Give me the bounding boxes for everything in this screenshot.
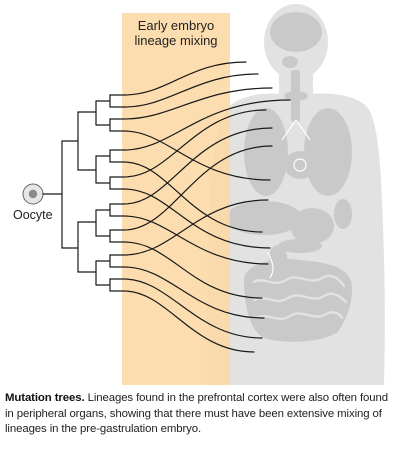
tree-twig-2 [95, 118, 111, 132]
intestines-shape [244, 258, 352, 342]
oocyte-label: Oocyte [13, 208, 53, 222]
tree-branch-d [77, 260, 97, 286]
organ-details [267, 119, 311, 279]
tree-twig-5 [95, 203, 111, 217]
lineage-line [109, 99, 291, 151]
liver-shape [226, 201, 302, 235]
figure-caption: Mutation trees. Lineages found in the pr… [5, 391, 397, 438]
lineage-tree [42, 94, 111, 292]
lineage-line [109, 127, 273, 205]
tree-root [42, 140, 63, 249]
tree-branch-lower [61, 221, 79, 273]
lineage-line [109, 130, 271, 181]
lineage-line [109, 145, 273, 231]
lineage-line [109, 266, 265, 319]
tree-twig-1 [95, 94, 111, 108]
early-embryo-band [122, 13, 230, 385]
lineage-line [109, 61, 247, 96]
lineage-line [109, 73, 259, 108]
lineage-lines [109, 61, 291, 353]
lineage-line [109, 199, 269, 256]
tree-twig-7 [95, 254, 111, 268]
nasal-shape [282, 56, 298, 68]
heart-shape [284, 151, 316, 179]
lineage-line [109, 188, 271, 249]
lineage-line [109, 278, 263, 339]
right-lung-shape [304, 108, 352, 196]
stomach-shape [290, 208, 334, 244]
lineage-line [109, 87, 273, 120]
band-title-line-2: lineage mixing [134, 33, 217, 48]
tree-branch-b [77, 155, 97, 184]
band-title-line-1: Early embryo [138, 18, 215, 33]
intestine-folds [252, 274, 348, 321]
tree-branch-upper [61, 111, 79, 171]
tree-twig-6 [95, 229, 111, 243]
internal-organs [226, 12, 352, 342]
tree-branch-a [77, 100, 97, 126]
tree-branch-c [77, 209, 97, 237]
tree-twig-8 [95, 278, 111, 292]
caption-lead: Mutation trees. [5, 392, 85, 404]
left-lung-shape [244, 108, 288, 196]
spleen-shape [334, 199, 352, 229]
tree-twig-4 [95, 176, 111, 190]
lineage-line [109, 109, 267, 178]
pancreas-shape [278, 239, 322, 253]
tree-twig-3 [95, 149, 111, 163]
brain-shape [270, 12, 322, 52]
mutation-tree-figure: Early embryo lineage mixing Oocyte [13, 4, 385, 385]
lineage-line [109, 215, 269, 265]
oocyte-icon [22, 183, 44, 205]
thyroid-shape [284, 91, 308, 101]
lineage-line [109, 290, 255, 353]
lineage-line [109, 161, 263, 233]
lineage-line [109, 241, 263, 299]
caption-text: Lineages found in the prefrontal cortex … [5, 392, 388, 435]
